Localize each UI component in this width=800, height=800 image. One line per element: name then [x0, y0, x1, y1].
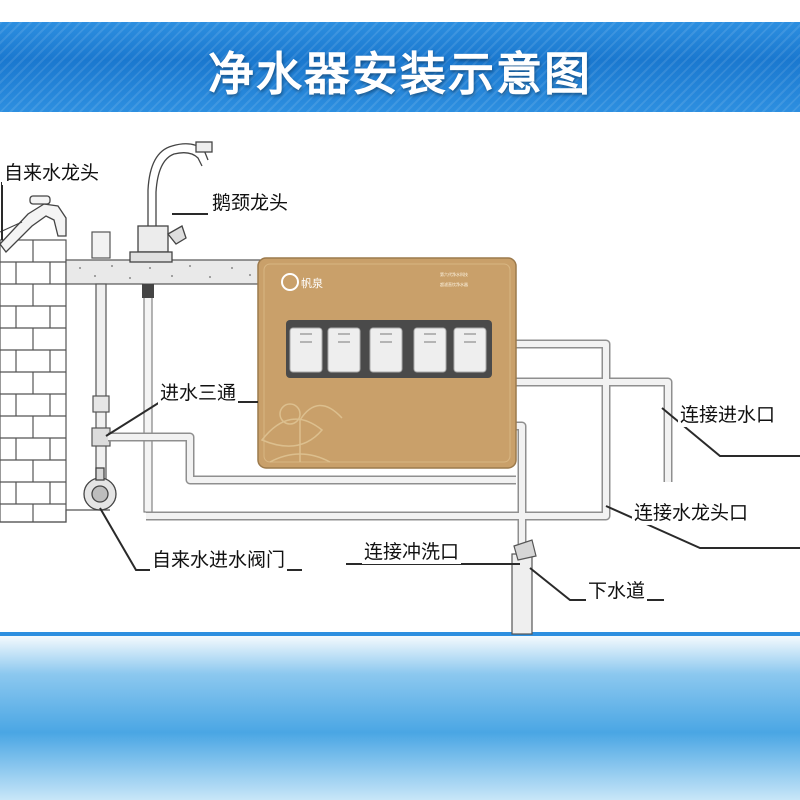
banner-stripes [0, 22, 800, 112]
faucet-feed-line [143, 283, 153, 513]
inlet-supply-pipe [91, 231, 111, 485]
brand-logo-icon [281, 273, 299, 291]
label-connect-faucet: 连接水龙头口 [632, 498, 751, 525]
label-drain: 下水道 [586, 576, 648, 603]
lotus-decoration [260, 403, 343, 463]
floor-line [0, 509, 110, 523]
label-inlet-tee: 进水三通 [158, 378, 239, 405]
device-panel-line-2: 超滤直饮净水器 [440, 282, 468, 287]
water-pipes [108, 339, 673, 600]
tap-water-faucet [0, 195, 67, 253]
label-connect-flush: 连接冲洗口 [362, 537, 462, 564]
countertop [65, 259, 265, 285]
water-purifier-unit [257, 257, 517, 469]
label-inlet-valve: 自来水进水阀门 [150, 545, 288, 572]
brick-wall [0, 239, 67, 523]
footer-rule [0, 632, 800, 636]
footer-gradient [0, 632, 800, 800]
drain-pipe [511, 539, 537, 635]
device-brand-name: 帆泉 [301, 277, 323, 290]
device-panel-line-1: 第六代净水科技 [440, 272, 468, 277]
inlet-valve [83, 467, 117, 511]
page-title: 净水器安装示意图 [208, 47, 592, 101]
label-gooseneck-faucet: 鹅颈龙头 [210, 188, 291, 215]
title-banner: 净水器安装示意图 [0, 0, 800, 118]
label-connect-inlet: 连接进水口 [678, 400, 778, 427]
label-tap-water-faucet: 自来水龙头 [2, 158, 102, 185]
gooseneck-faucet [129, 141, 213, 263]
